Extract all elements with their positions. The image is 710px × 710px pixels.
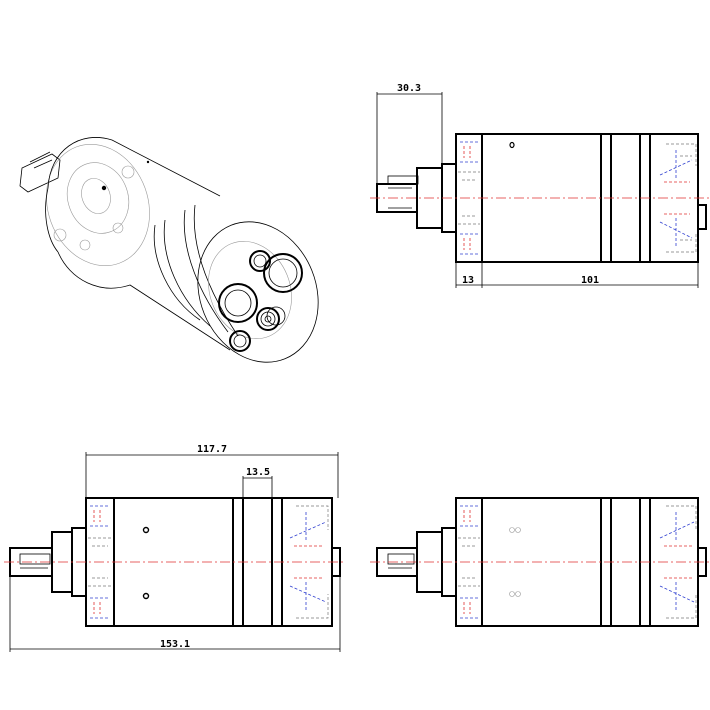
dim-shaft-length: 30.3 — [397, 83, 421, 94]
dim-overall-body: 117.7 — [197, 444, 227, 455]
dim-body-length: 101 — [581, 275, 599, 286]
isometric-view — [19, 137, 319, 363]
dim-overall-length: 153.1 — [160, 639, 190, 650]
side-view-top: 30.3 13 101 — [370, 83, 710, 288]
side-view-bottom-right — [370, 497, 710, 627]
side-view-bottom-left: 117.7 13.5 153.1 — [4, 444, 346, 652]
dim-flange-thickness: 13 — [462, 275, 474, 286]
dim-groove-width: 13.5 — [246, 467, 270, 478]
